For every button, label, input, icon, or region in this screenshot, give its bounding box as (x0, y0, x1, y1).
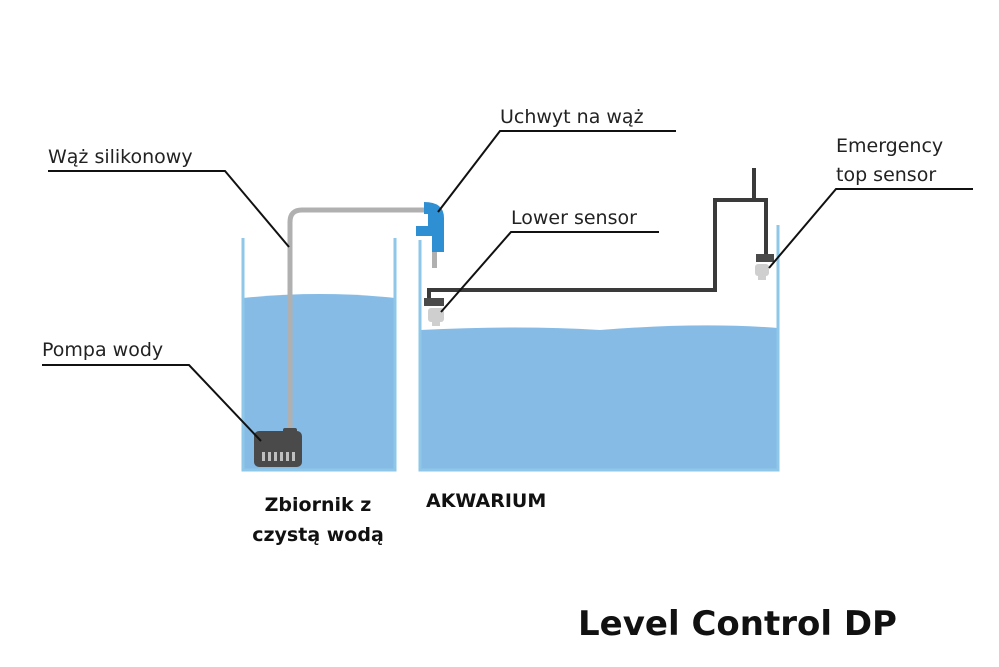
hose-holder (416, 202, 444, 268)
sensor-cable (427, 168, 768, 302)
silicone-hose (287, 207, 428, 428)
reservoir-water (243, 294, 395, 470)
caption-reservoir-line1: Zbiornik z (264, 494, 372, 516)
diagram-title: Level Control DP (578, 604, 897, 644)
leader-emergency-sensor (768, 188, 973, 269)
label-lower-sensor: Lower sensor (511, 207, 637, 229)
reservoir-tank (241, 238, 397, 472)
label-hose-holder: Uchwyt na wąż (500, 106, 644, 128)
leader-lower-sensor (440, 231, 659, 313)
aquarium-walls (418, 225, 780, 472)
label-hose: Wąż silikonowy (48, 146, 193, 168)
caption-reservoir-line2: czystą wodą (252, 524, 384, 546)
emergency-top-sensor (755, 254, 774, 280)
caption-reservoir: Zbiornik z czystą wodą (228, 490, 408, 550)
water-pump (254, 428, 302, 467)
lower-sensor (424, 298, 444, 326)
caption-aquarium: AKWARIUM (426, 490, 547, 512)
label-emergency-line2: top sensor (836, 164, 937, 186)
label-pump: Pompa wody (42, 339, 164, 361)
label-emergency-line1: Emergency (836, 135, 944, 157)
leader-holder (437, 130, 676, 213)
aquarium-tank (418, 225, 780, 472)
reservoir-walls (241, 238, 397, 472)
leader-pump (42, 364, 262, 442)
leader-hose (48, 170, 290, 248)
aquarium-water (420, 325, 778, 470)
